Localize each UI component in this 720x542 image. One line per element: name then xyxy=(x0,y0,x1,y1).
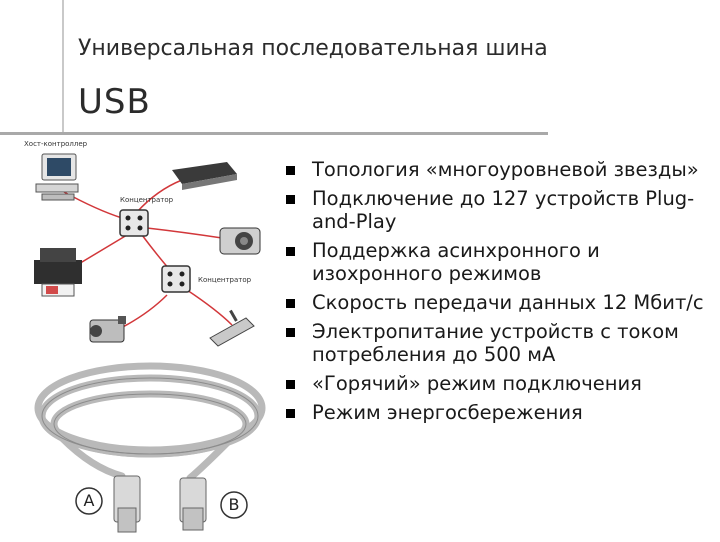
bullet-marker xyxy=(286,195,295,204)
hub1-label: Концентратор xyxy=(120,196,174,204)
bullet-marker xyxy=(286,409,295,418)
bullet-text: Режим энергосбережения xyxy=(312,401,583,424)
feature-list: Топология «многоуровневой звезды» Подклю… xyxy=(284,158,714,430)
connector-b-label: B xyxy=(228,495,240,514)
bullet-marker xyxy=(286,166,295,175)
bullet-text: «Горячий» режим подключения xyxy=(312,372,642,395)
camcorder-icon xyxy=(89,316,126,343)
bullet-text: Электропитание устройств с током потребл… xyxy=(312,320,679,366)
list-item: Электропитание устройств с током потребл… xyxy=(284,320,714,366)
hub2-label: Концентратор xyxy=(198,276,252,284)
title-vertical-rule xyxy=(62,0,64,132)
printer-icon xyxy=(34,248,82,297)
link-hub1-camera xyxy=(146,227,223,239)
slide-subtitle: USB xyxy=(78,82,151,122)
bullet-text: Скорость передачи данных 12 Мбит/с xyxy=(312,291,704,314)
list-item: Подключение до 127 устройств Plug-and-Pl… xyxy=(284,187,714,233)
bullet-marker xyxy=(286,380,295,389)
label-a-circle xyxy=(75,487,103,515)
list-item: Поддержка асинхронного и изохронного реж… xyxy=(284,239,714,285)
host-computer-icon xyxy=(35,153,79,201)
link-hub1-printer xyxy=(76,234,128,266)
list-item: Режим энергосбережения xyxy=(284,401,714,424)
camera-icon xyxy=(219,227,261,255)
link-hub2-phone xyxy=(186,289,233,326)
usb-cable-image: A B xyxy=(22,358,277,538)
list-item: Топология «многоуровневой звезды» xyxy=(284,158,714,181)
hub1-icon xyxy=(119,209,149,237)
bullet-marker xyxy=(286,247,295,256)
link-hub1-hub2 xyxy=(141,234,171,271)
bullet-marker xyxy=(286,299,295,308)
scanner-icon xyxy=(172,162,237,190)
hub2-icon xyxy=(161,265,191,293)
list-item: Скорость передачи данных 12 Мбит/с xyxy=(284,291,714,314)
slide-title: Универсальная последовательная шина xyxy=(78,36,548,61)
usb-topology-diagram: Хост-контроллер Концентратор Концентрато… xyxy=(22,140,277,355)
bullet-marker xyxy=(286,328,295,337)
title-underline xyxy=(0,132,548,135)
label-b-circle xyxy=(220,491,248,519)
bullet-text: Поддержка асинхронного и изохронного реж… xyxy=(312,239,600,285)
mobile-phone-icon xyxy=(209,309,255,347)
bullet-text: Подключение до 127 устройств Plug-and-Pl… xyxy=(312,187,695,233)
host-controller-label: Хост-контроллер xyxy=(24,140,88,148)
connector-a-label: A xyxy=(83,491,95,510)
list-item: «Горячий» режим подключения xyxy=(284,372,714,395)
bullet-text: Топология «многоуровневой звезды» xyxy=(312,158,699,181)
link-hub1-scanner xyxy=(136,179,183,213)
